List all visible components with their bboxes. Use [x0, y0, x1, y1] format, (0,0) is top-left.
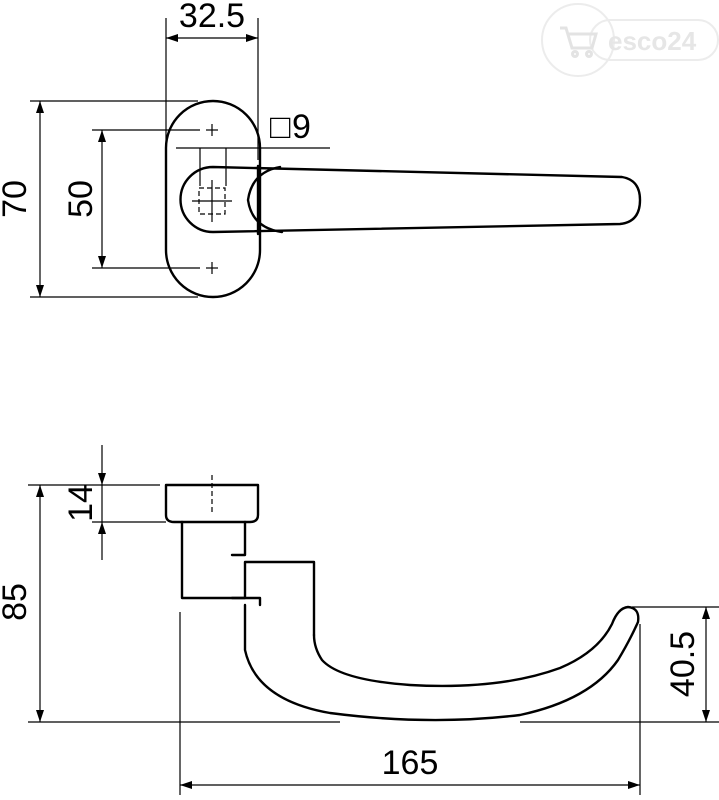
dimension-rose-height: 70 — [0, 101, 44, 297]
dim-label-rose-height: 70 — [0, 180, 34, 218]
watermark-text: esco24 — [608, 26, 697, 56]
dimension-rose-thickness: 14 — [62, 445, 106, 560]
lever-side-outline — [243, 603, 640, 722]
rose-outline — [164, 99, 262, 299]
side-view: 14 85 40.5 165 — [0, 445, 719, 795]
dim-label-screw-spacing: 50 — [62, 180, 100, 218]
dimension-rose-width: 32.5 — [166, 0, 258, 42]
dimension-screw-spacing: 50 — [62, 130, 106, 268]
lever-grip-line — [246, 165, 284, 234]
neck-step — [230, 596, 262, 607]
watermark-circle — [541, 3, 615, 77]
dimension-lever-offset: 40.5 — [664, 607, 710, 722]
spindle-square-symbol: □ — [270, 108, 291, 146]
rose-side-outline — [164, 483, 260, 524]
dimension-total-height: 85 — [0, 485, 44, 722]
dimension-lever-length: 165 — [180, 744, 640, 789]
dim-label-rose-thickness: 14 — [62, 484, 100, 522]
dim-label-total-height: 85 — [0, 583, 34, 621]
dim-label-lever-offset: 40.5 — [664, 631, 702, 697]
screw-mark-bottom — [206, 262, 218, 274]
top-view: 32.5 □ 9 70 50 — [0, 0, 642, 299]
neck-inner — [230, 520, 247, 557]
screw-mark-top — [206, 124, 218, 136]
neck-outline — [180, 520, 316, 637]
dimension-spindle: □ 9 — [270, 108, 311, 146]
dim-label-spindle: 9 — [292, 108, 311, 146]
spindle-square — [192, 180, 232, 222]
shopping-cart-icon — [560, 26, 598, 58]
dim-label-lever-length: 165 — [382, 744, 439, 782]
watermark-pill — [589, 19, 719, 61]
dim-label-rose-width: 32.5 — [179, 0, 245, 35]
lever-top-outline — [179, 165, 642, 234]
watermark: esco24 — [541, 3, 719, 77]
